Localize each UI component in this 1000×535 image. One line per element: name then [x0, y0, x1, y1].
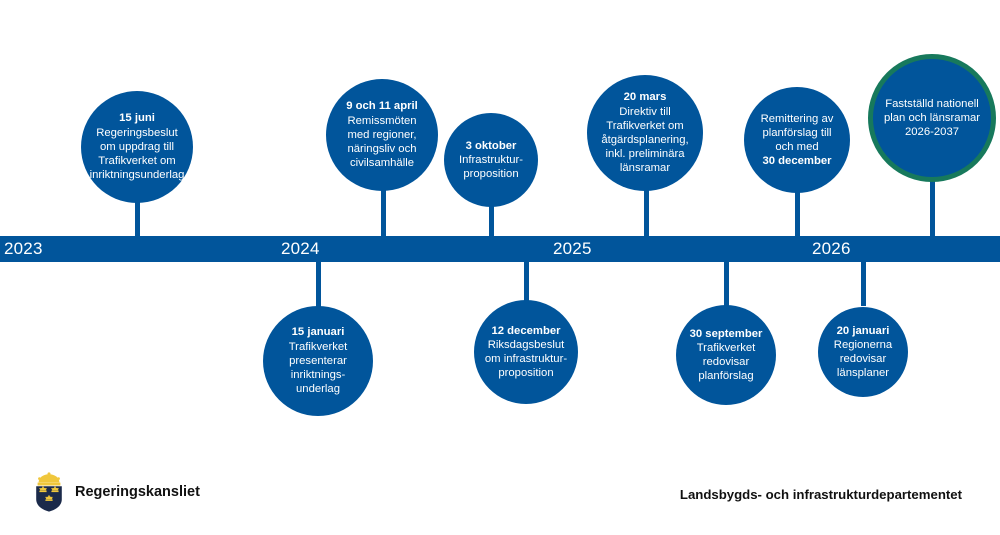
timeline-axis-bar	[0, 236, 1000, 262]
timeline-event-plan-2026-2037[interactable]: Fastställd nationell plan och länsramar …	[868, 54, 996, 182]
event-date: 3 oktober	[465, 139, 517, 152]
event-description: Direktiv till Trafikverket om åtgärdspla…	[601, 105, 689, 175]
year-label-2025: 2025	[553, 239, 592, 258]
year-label-2024: 2024	[281, 239, 320, 258]
regeringskansliet-logo: Regeringskansliet	[32, 472, 200, 512]
event-text: Fastställd nationell plan och länsramar …	[873, 97, 991, 140]
connector-stem-above-4	[795, 192, 800, 238]
connector-stem-above-5	[930, 180, 935, 238]
connector-stem-below-0	[316, 260, 321, 308]
timeline-event-2025-12-30[interactable]: Remittering av planförslag till och med 3…	[744, 87, 850, 193]
connector-stem-below-1	[524, 260, 529, 302]
year-label-2026: 2026	[812, 239, 851, 258]
event-description: Riksdagsbeslut om infrastruktur-proposit…	[484, 338, 568, 380]
event-description: Regionerna redovisar länsplaner	[833, 338, 893, 380]
connector-stem-above-3	[644, 189, 649, 238]
connector-stem-above-1	[381, 189, 386, 238]
connector-stem-below-2	[724, 260, 729, 306]
event-date: 20 mars	[623, 91, 667, 104]
three-crowns-shield-icon	[32, 472, 66, 512]
year-label-2023: 2023	[4, 239, 43, 258]
connector-stem-below-3	[861, 260, 866, 306]
event-description: Trafikverket redovisar planförslag	[696, 341, 756, 383]
event-date: 30 december	[762, 155, 832, 168]
event-date: 15 januari	[291, 326, 345, 339]
event-date: 9 och 11 april	[346, 100, 418, 113]
event-description: Remissmöten med regioner, näringsliv och…	[347, 114, 417, 170]
event-text: Remittering av planförslag till och med 3…	[744, 112, 850, 169]
event-description: Infrastruktur-proposition	[458, 153, 524, 181]
logo-wordmark: Regeringskansliet	[75, 484, 200, 500]
connector-stem-above-2	[489, 205, 494, 238]
event-description: Regeringsbeslut om uppdrag till Trafikve…	[89, 126, 185, 182]
event-date: 20 januari	[836, 324, 890, 337]
event-date: 30 september	[689, 327, 763, 340]
event-description: Trafikverket presenterar inriktnings-und…	[288, 340, 348, 396]
event-date: 12 december	[491, 324, 561, 337]
department-label: Landsbygds- och infrastrukturdepartement…	[679, 487, 962, 502]
event-description: Fastställd nationell plan och länsramar …	[883, 97, 981, 139]
event-description: Remittering av planförslag till och med	[760, 112, 834, 153]
connector-stem-above-0	[135, 200, 140, 238]
event-date: 15 juni	[119, 112, 155, 125]
